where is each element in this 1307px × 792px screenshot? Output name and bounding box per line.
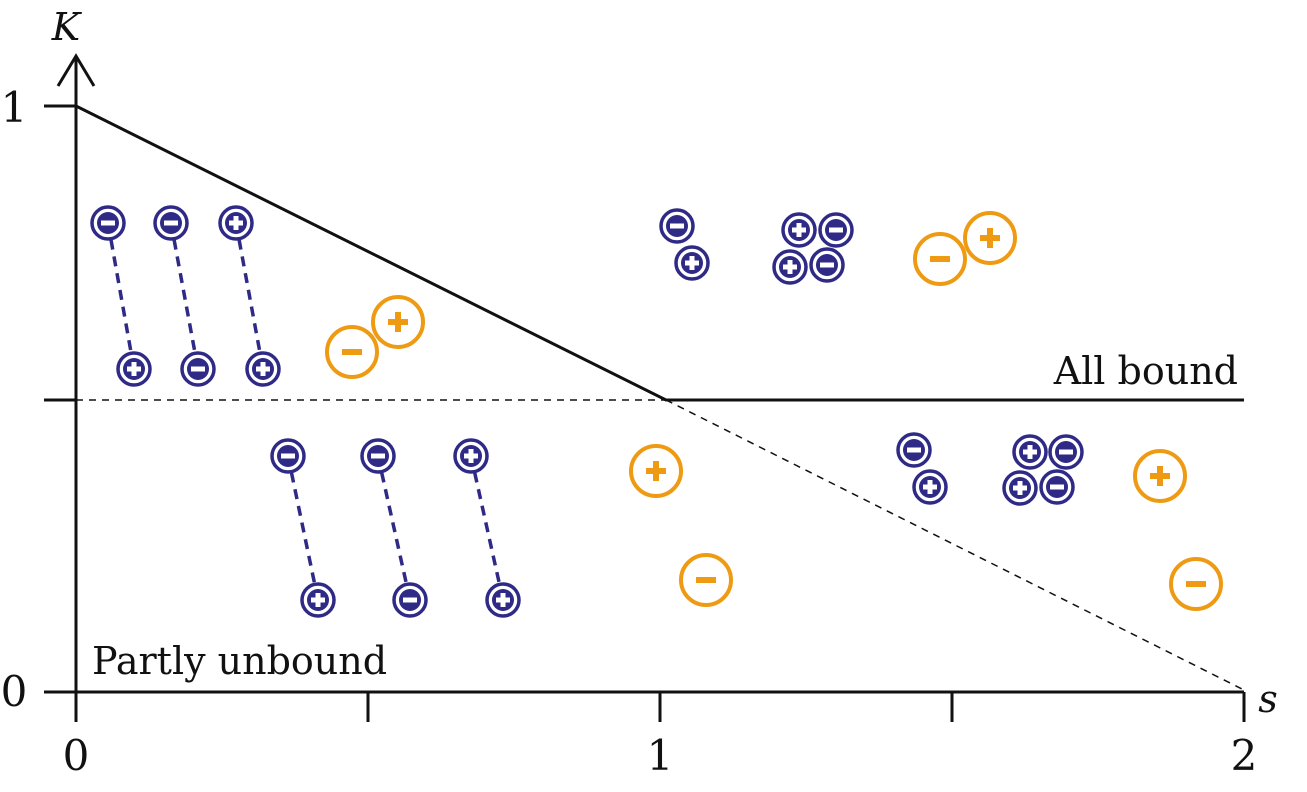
plus-ion-bound [1012, 434, 1048, 470]
y-axis-arrowhead [56, 53, 96, 87]
bond-lines [106, 222, 505, 601]
plus-ion-free [1133, 449, 1187, 503]
ion-bond-dashed [234, 222, 265, 370]
dashed-diagonal [665, 399, 1245, 691]
y-tick-label-0: 0 [1, 667, 28, 716]
region-label-all-bound: All bound [1053, 349, 1238, 393]
ion-bond-dashed [469, 455, 505, 601]
plus-ion-bound [781, 212, 817, 248]
ion-symbols [90, 205, 1223, 618]
ion-bond-dashed [376, 455, 412, 601]
plus-ion-bound [300, 582, 336, 618]
minus-ion-bound [180, 351, 216, 387]
plus-ion-bound [674, 245, 710, 281]
minus-ion-free [325, 325, 379, 379]
plus-ion-free [629, 444, 683, 498]
minus-ion-bound [90, 205, 126, 241]
y-axis-label: K [51, 5, 83, 49]
minus-ion-bound [270, 438, 306, 474]
minus-ion-bound [1048, 434, 1084, 470]
minus-ion-bound [1039, 469, 1075, 505]
y-tick-label-1: 1 [1, 83, 28, 132]
minus-ion-bound [896, 432, 932, 468]
plus-ion-bound [453, 438, 489, 474]
x-tick-label-1: 1 [647, 731, 674, 780]
minus-ion-bound [809, 247, 845, 283]
region-label-partly-unbound: Partly unbound [92, 639, 387, 683]
plus-ion-free [963, 211, 1017, 265]
plus-ion-bound [772, 249, 808, 285]
ion-bond-dashed [286, 455, 320, 601]
plus-ion-bound [218, 205, 254, 241]
plus-ion-bound [485, 582, 521, 618]
minus-ion-free [679, 553, 733, 607]
plus-ion-bound [245, 351, 281, 387]
x-axis-label: s [1258, 677, 1278, 721]
ion-bond-dashed [169, 222, 200, 370]
minus-ion-bound [153, 205, 189, 241]
minus-ion-free [913, 232, 967, 286]
minus-ion-bound [659, 208, 695, 244]
plus-ion-bound [116, 351, 152, 387]
ion-bond-dashed [106, 222, 136, 370]
plus-ion-free [371, 295, 425, 349]
plus-ion-bound [1002, 470, 1038, 506]
minus-ion-bound [360, 438, 396, 474]
minus-ion-free [1169, 557, 1223, 611]
x-tick-label-2: 2 [1231, 731, 1258, 780]
x-tick-label-0: 0 [63, 731, 90, 780]
minus-ion-bound [392, 582, 428, 618]
minus-ion-bound [818, 212, 854, 248]
plus-ion-bound [912, 469, 948, 505]
